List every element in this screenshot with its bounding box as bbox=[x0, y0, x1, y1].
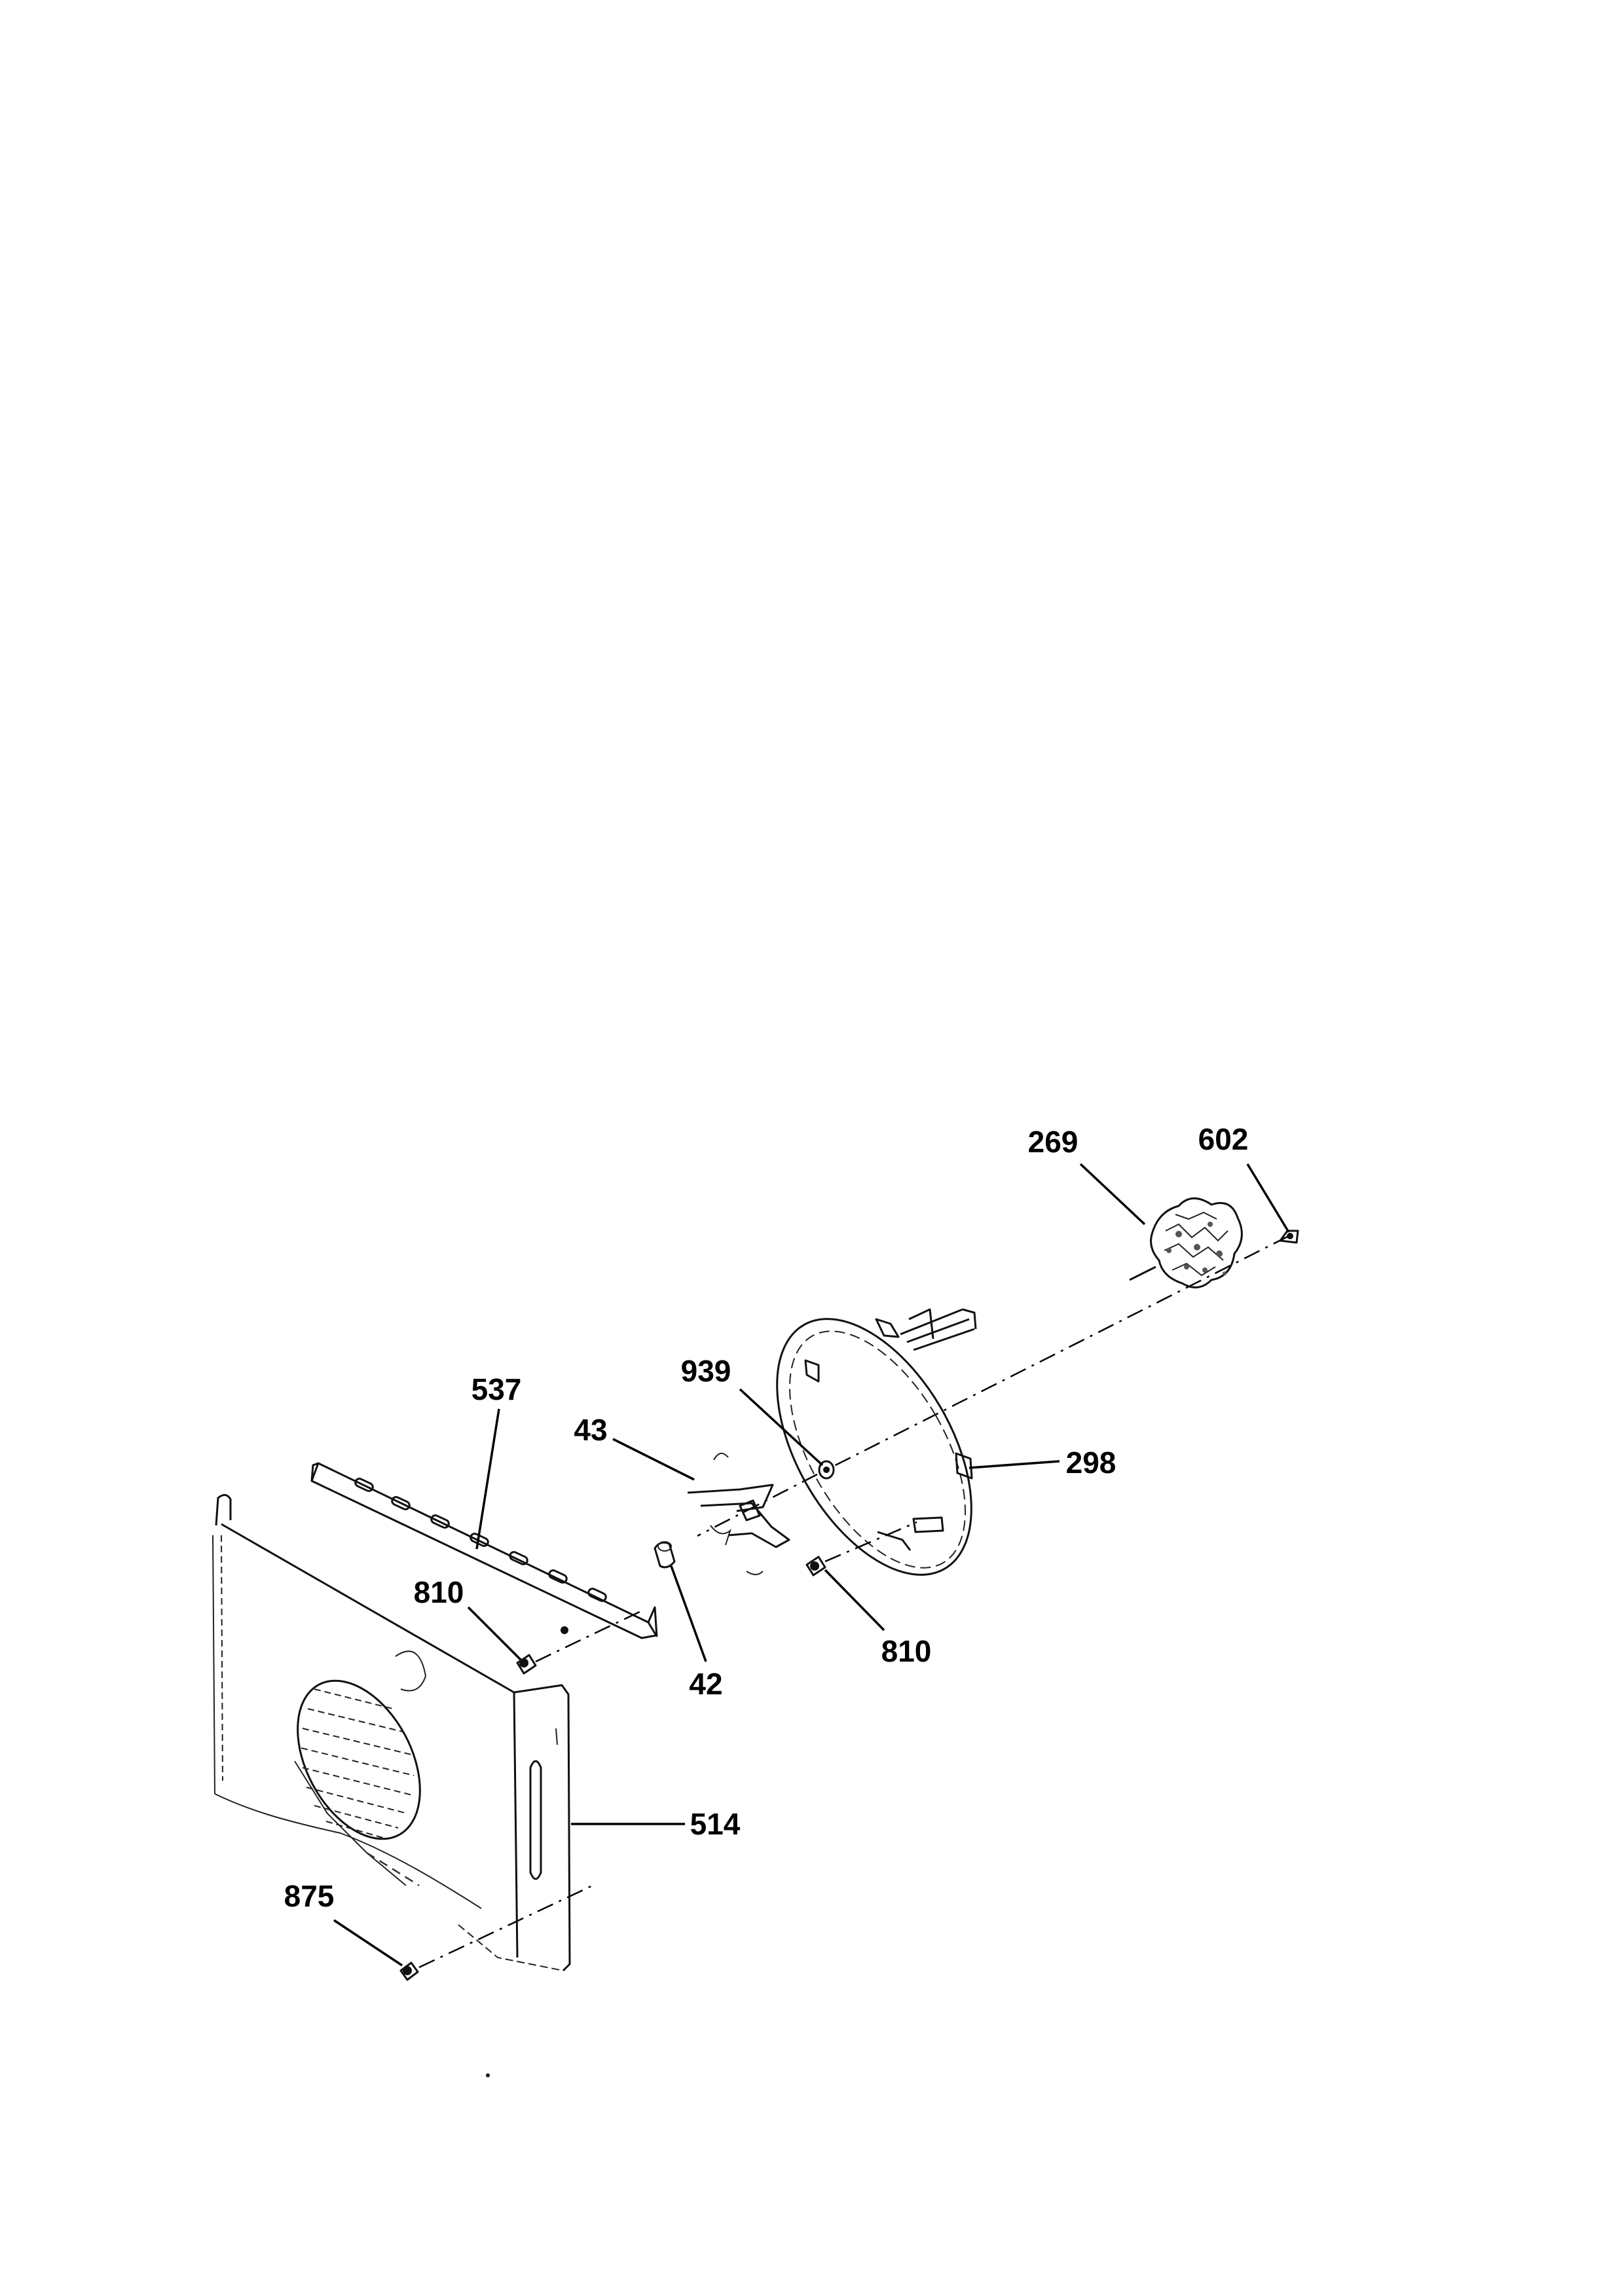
part-298-ring-heating-element bbox=[776, 1308, 977, 1576]
leader-42 bbox=[670, 1565, 707, 1662]
leader-602 bbox=[1246, 1163, 1290, 1233]
callout-810-right: 810 bbox=[881, 1634, 932, 1668]
callout-298: 298 bbox=[1066, 1446, 1116, 1480]
callout-537: 537 bbox=[471, 1372, 522, 1406]
callout-43: 43 bbox=[574, 1413, 607, 1447]
leader-298 bbox=[969, 1460, 1060, 1469]
callout-875: 875 bbox=[284, 1879, 335, 1913]
part-537-slotted-bracket bbox=[310, 1462, 658, 1639]
callout-939: 939 bbox=[681, 1354, 731, 1388]
callout-602: 602 bbox=[1198, 1122, 1249, 1156]
part-514-fan-cover-panel bbox=[212, 1494, 571, 1972]
motor-texture bbox=[1166, 1222, 1227, 1275]
callout-labels: 269 602 939 537 43 298 810 810 42 514 87… bbox=[284, 1122, 1249, 1913]
callout-269: 269 bbox=[1028, 1125, 1079, 1159]
leader-lines bbox=[333, 1163, 1290, 1967]
leader-810-left bbox=[467, 1606, 522, 1661]
leader-810-right bbox=[824, 1569, 885, 1631]
part-42-hub-nut bbox=[654, 1541, 676, 1569]
part-810-screw-left bbox=[516, 1608, 646, 1675]
leader-43 bbox=[612, 1438, 695, 1481]
stray-mark bbox=[486, 2073, 490, 2077]
part-269-fan-motor bbox=[1129, 1197, 1243, 1288]
leader-939 bbox=[739, 1388, 824, 1467]
part-939-washer bbox=[818, 1460, 835, 1480]
callout-42: 42 bbox=[689, 1667, 722, 1701]
part-875-screw bbox=[399, 1884, 593, 1981]
part-810-screw-right bbox=[805, 1521, 917, 1576]
callout-810-left: 810 bbox=[414, 1575, 464, 1609]
leader-537 bbox=[475, 1408, 500, 1550]
leader-269 bbox=[1079, 1163, 1146, 1226]
part-43-fan-blade bbox=[687, 1453, 790, 1575]
leader-875 bbox=[333, 1919, 403, 1967]
fan-grille bbox=[297, 1679, 421, 1840]
assembly-axis bbox=[697, 1235, 1289, 1537]
part-602-screw bbox=[1279, 1230, 1299, 1244]
callout-514: 514 bbox=[690, 1807, 741, 1841]
